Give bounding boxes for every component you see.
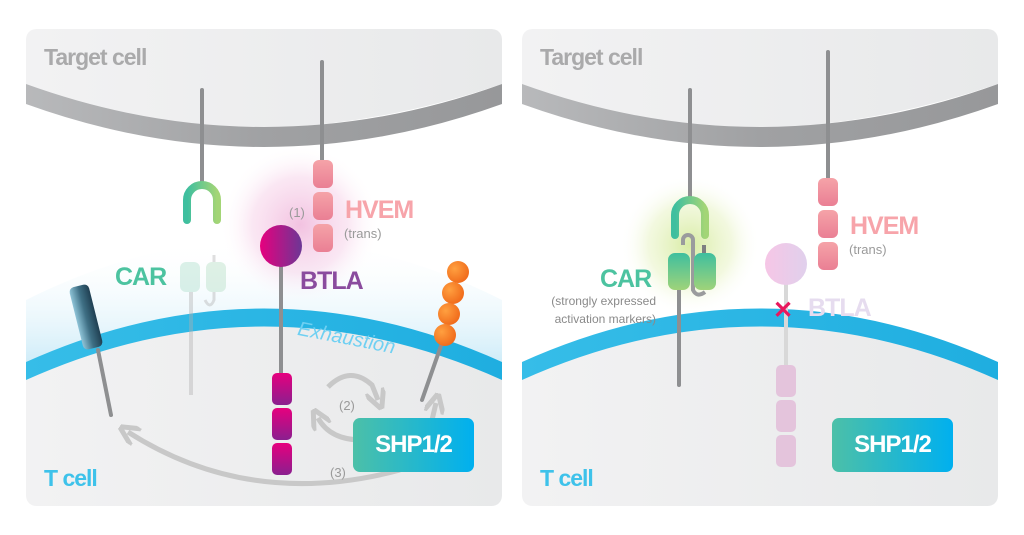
target-cell-membrane	[522, 84, 998, 147]
right-shp-label: SHP1/2	[854, 431, 932, 458]
left-shp-label: SHP1/2	[375, 431, 453, 458]
btla-ligand-binding-domain	[260, 225, 302, 267]
shp-enzyme-box	[353, 418, 474, 472]
right-car-sub-line2: activation markers)	[554, 312, 656, 326]
t-cell-membrane	[26, 308, 502, 380]
left-hvem-sub: (trans)	[344, 226, 382, 241]
btla-itim-domain	[272, 443, 292, 475]
hvem-domain	[818, 178, 838, 206]
right-hvem-label: HVEM	[850, 212, 919, 240]
costim-bead	[438, 303, 460, 325]
right-panel	[522, 29, 998, 506]
tcr-receptor-icon	[69, 284, 103, 350]
right-hvem-sub: (trans)	[849, 242, 887, 257]
btla-itim-domain	[272, 373, 292, 405]
costim-bead	[434, 324, 456, 346]
car-receptor-active	[668, 233, 716, 387]
right-t-cell-label: T cell	[540, 465, 594, 491]
left-panel	[26, 29, 502, 506]
hvem-domain	[818, 210, 838, 238]
target-cell-membrane	[26, 84, 502, 147]
left-t-cell-label: T cell	[44, 465, 98, 491]
car-antigen-binder-icon	[183, 181, 221, 224]
left-btla-label: BTLA	[300, 267, 364, 295]
t-cell-membrane	[522, 308, 998, 380]
left-target-cell-label: Target cell	[44, 44, 147, 70]
right-car-label: CAR	[600, 265, 652, 293]
right-car-sub-line1: (strongly expressed	[551, 294, 656, 308]
costim-arrow-icon	[432, 403, 436, 421]
btla-receptor-faded	[765, 243, 807, 467]
activation-glow	[620, 175, 760, 315]
tcr-inhibit-arrow-icon	[128, 432, 401, 487]
synapse-gap	[522, 84, 998, 378]
left-hvem-label: HVEM	[345, 196, 414, 224]
hvem-domain	[313, 224, 333, 252]
right-btla-label: BTLA	[808, 294, 872, 322]
step-2-label: (2)	[339, 398, 355, 413]
step-1-label: (1)	[289, 205, 305, 220]
hvem-domain	[313, 192, 333, 220]
shp-enzyme-box	[832, 418, 953, 472]
hvem-domain	[818, 242, 838, 270]
step-3-label: (3)	[330, 465, 346, 480]
btla-itim-domain	[272, 408, 292, 440]
recruit-arrow-icon	[326, 373, 378, 400]
binding-glow	[220, 145, 380, 305]
left-car-label: CAR	[115, 263, 167, 291]
costim-bead	[447, 261, 469, 283]
costim-bead	[442, 282, 464, 304]
hvem-domain	[313, 160, 333, 188]
tcr-stalk	[96, 348, 113, 417]
right-target-cell-label: Target cell	[540, 44, 643, 70]
car-antigen-binder-icon	[671, 196, 709, 239]
costim-stalk	[420, 338, 445, 402]
car-receptor-faded	[180, 255, 226, 395]
blocked-cross-icon: ✕	[773, 297, 793, 324]
